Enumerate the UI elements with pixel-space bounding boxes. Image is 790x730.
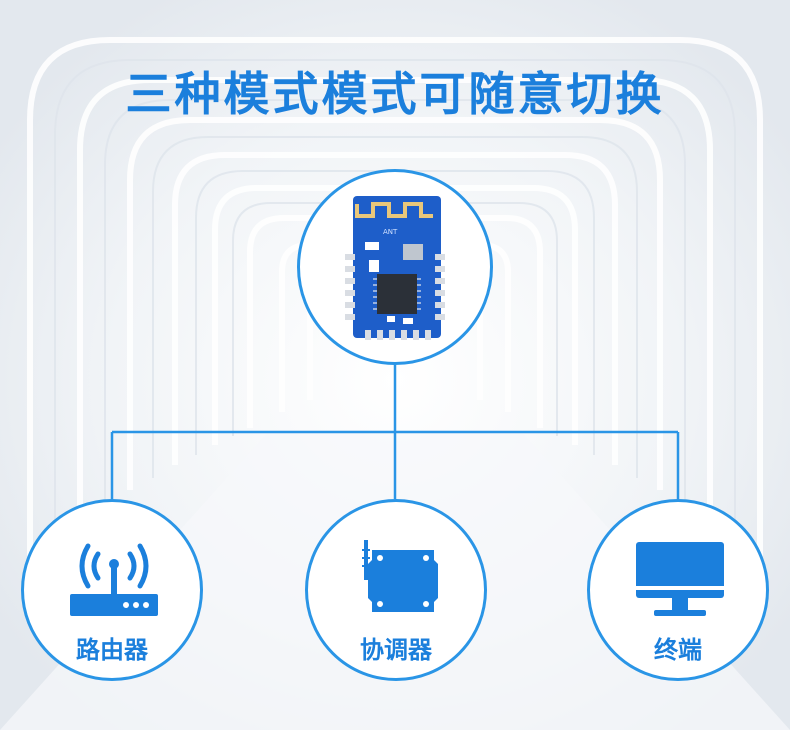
antenna-label: ANT — [383, 228, 398, 236]
mode-label-terminal: 终端 — [654, 636, 702, 664]
module-circle: ANT — [297, 169, 493, 365]
bluetooth-module-pcb-icon: ANT — [345, 196, 445, 340]
page-title: 三种模式模式可随意切换 — [125, 67, 665, 121]
mode-label-coordinator: 协调器 — [360, 636, 432, 664]
mode-terminal: 终端 — [587, 499, 769, 681]
coordinator-board-icon — [362, 540, 438, 612]
mode-coordinator: 协调器 — [305, 499, 487, 681]
mode-router: 路由器 — [21, 499, 203, 681]
router-icon — [70, 543, 158, 616]
mode-label-router: 路由器 — [76, 636, 148, 664]
monitor-icon — [636, 542, 724, 616]
